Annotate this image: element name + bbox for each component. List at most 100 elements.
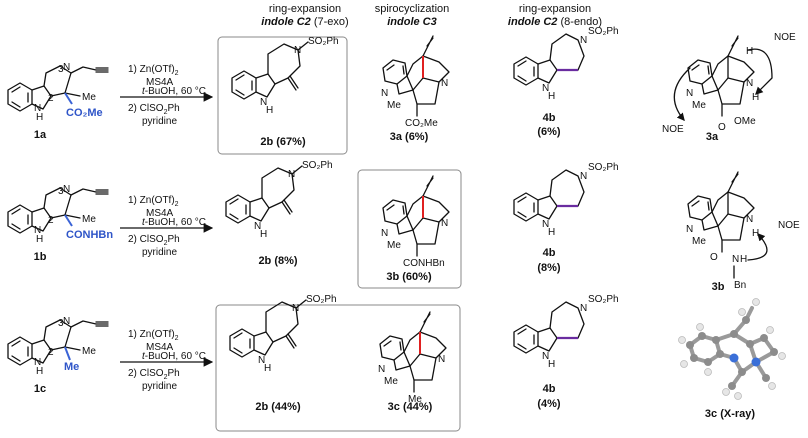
svg-text:N: N — [34, 357, 41, 368]
label-2b-row1: 2b (67%) — [260, 136, 306, 148]
label-3b-ref: 3b — [712, 281, 725, 293]
svg-text:SO₂Ph: SO₂Ph — [306, 294, 337, 305]
svg-text:3: 3 — [58, 318, 64, 329]
header-7exo-italic: indole C2 — [261, 16, 311, 28]
svg-text:N: N — [63, 62, 70, 73]
svg-text:t-BuOH, 60 °C: t-BuOH, 60 °C — [142, 217, 206, 228]
svg-text:H: H — [260, 229, 267, 240]
sm-1c: 3 N 2 Me H N Me — [7, 316, 109, 377]
svg-text:CONHBn: CONHBn — [66, 229, 113, 241]
svg-text:N: N — [580, 35, 587, 46]
svg-text:N: N — [542, 219, 549, 230]
svg-text:SO₂Ph: SO₂Ph — [302, 160, 333, 171]
svg-text:2) ClSO2Ph: 2) ClSO2Ph — [128, 234, 180, 247]
svg-text:2: 2 — [48, 215, 54, 226]
svg-text:CONHBn: CONHBn — [403, 258, 445, 269]
svg-text:H: H — [548, 91, 555, 102]
svg-text:2) ClSO2Ph: 2) ClSO2Ph — [128, 368, 180, 381]
svg-text:OMe: OMe — [734, 116, 756, 127]
svg-text:t-BuOH, 60 °C: t-BuOH, 60 °C — [142, 351, 206, 362]
svg-text:N: N — [746, 78, 753, 89]
header-8endo-italic: indole C2 — [508, 16, 558, 28]
svg-text:pyridine: pyridine — [142, 116, 177, 127]
svg-text:t-BuOH, 60 °C: t-BuOH, 60 °C — [142, 86, 206, 97]
svg-text:SO₂Ph: SO₂Ph — [588, 162, 619, 173]
svg-text:pyridine: pyridine — [142, 247, 177, 258]
svg-text:N: N — [438, 354, 445, 365]
svg-text:H: H — [752, 228, 759, 239]
svg-text:MS4A: MS4A — [146, 77, 174, 88]
svg-text:MS4A: MS4A — [146, 208, 174, 219]
svg-text:H: H — [752, 92, 759, 103]
product-4b-row1: N SO₂Ph N H — [513, 26, 619, 102]
svg-text:N: N — [746, 214, 753, 225]
svg-text:N: N — [294, 45, 301, 56]
header-7exo-line1: ring-expansion — [269, 3, 341, 15]
conditions-row1: 1) Zn(OTf)2 MS4A t-BuOH, 60 °C 2) ClSO2P… — [128, 64, 206, 127]
svg-text:N: N — [63, 184, 70, 195]
svg-text:2: 2 — [48, 93, 54, 104]
label-3c-xray: 3c (X-ray) — [705, 408, 755, 420]
noe-3b: N N Me H O N H Bn NOE — [686, 171, 800, 291]
svg-text:N: N — [292, 303, 299, 314]
box-row2-spiro — [357, 169, 462, 289]
label-4b-row1: 4b — [543, 112, 556, 124]
svg-text:H: H — [740, 254, 747, 265]
product-3b-row2: N N Me CONHBn — [381, 175, 450, 269]
svg-text:Me: Me — [384, 376, 398, 387]
svg-text:N: N — [258, 355, 265, 366]
sm-1a: 3 N 2 Me H N CO₂Me — [7, 62, 109, 123]
svg-text:N: N — [542, 83, 549, 94]
row1: 3 N 2 Me H N CO₂Me 1a 1) Zn(OTf)2 MS4A t… — [7, 26, 796, 148]
svg-text:N: N — [381, 88, 388, 99]
svg-text:SO₂Ph: SO₂Ph — [588, 26, 619, 37]
label-1a: 1a — [34, 129, 47, 141]
label-3b-row2: 3b (60%) — [386, 271, 432, 283]
svg-text:indole C2 (7-exo): indole C2 (7-exo) — [261, 16, 348, 28]
svg-text:2: 2 — [48, 347, 54, 358]
product-4b-row2: N SO₂Ph N H — [513, 162, 619, 238]
label-3a-row1: 3a (6%) — [390, 131, 429, 143]
header-8endo-line1: ring-expansion — [519, 3, 591, 15]
label-1b: 1b — [34, 251, 47, 263]
svg-text:SO₂Ph: SO₂Ph — [308, 36, 339, 47]
svg-text:Me: Me — [387, 240, 401, 251]
svg-text:1) Zn(OTf)2: 1) Zn(OTf)2 — [128, 329, 179, 342]
product-2b-row1: N SO₂Ph N H — [231, 36, 339, 116]
svg-text:N: N — [260, 97, 267, 108]
svg-text:H: H — [36, 234, 43, 245]
header-7exo: ring-expansion indole C2 (7-exo) — [261, 3, 348, 28]
sm-1b: 3 N 2 Me H N CONHBn — [7, 184, 113, 245]
svg-text:N: N — [441, 78, 448, 89]
svg-text:SO₂Ph: SO₂Ph — [588, 294, 619, 305]
xray-structure-3c — [678, 298, 786, 400]
label-3a-ref: 3a — [706, 131, 719, 143]
svg-text:H: H — [548, 227, 555, 238]
svg-text:Me: Me — [692, 100, 706, 111]
conditions-row2: 1) Zn(OTf)2 MS4A t-BuOH, 60 °C 2) ClSO2P… — [128, 195, 206, 258]
header-8endo: ring-expansion indole C2 (8-endo) — [508, 3, 602, 28]
header-spiro-line1: spirocyclization — [375, 3, 450, 15]
svg-text:N: N — [441, 218, 448, 229]
svg-text:N: N — [381, 228, 388, 239]
svg-text:Me: Me — [82, 346, 96, 357]
svg-text:O: O — [718, 122, 726, 133]
svg-text:N: N — [732, 254, 739, 265]
label-1c: 1c — [34, 383, 46, 395]
product-3c-row3: N N Me Me — [378, 311, 447, 405]
svg-text:H: H — [746, 46, 753, 57]
svg-text:H: H — [266, 105, 273, 116]
label-2b-row2: 2b (8%) — [258, 255, 297, 267]
svg-text:MS4A: MS4A — [146, 342, 174, 353]
svg-text:Me: Me — [387, 100, 401, 111]
label-3c-row3: 3c (44%) — [388, 401, 433, 413]
svg-text:pyridine: pyridine — [142, 381, 177, 392]
header-8endo-rest: (8-endo) — [557, 16, 602, 28]
svg-text:1) Zn(OTf)2: 1) Zn(OTf)2 — [128, 195, 179, 208]
svg-text:N: N — [254, 221, 261, 232]
svg-text:Me: Me — [692, 236, 706, 247]
box-row1-7exo — [217, 36, 348, 155]
header-spiro-italic: indole C3 — [387, 16, 437, 28]
svg-text:N: N — [542, 351, 549, 362]
